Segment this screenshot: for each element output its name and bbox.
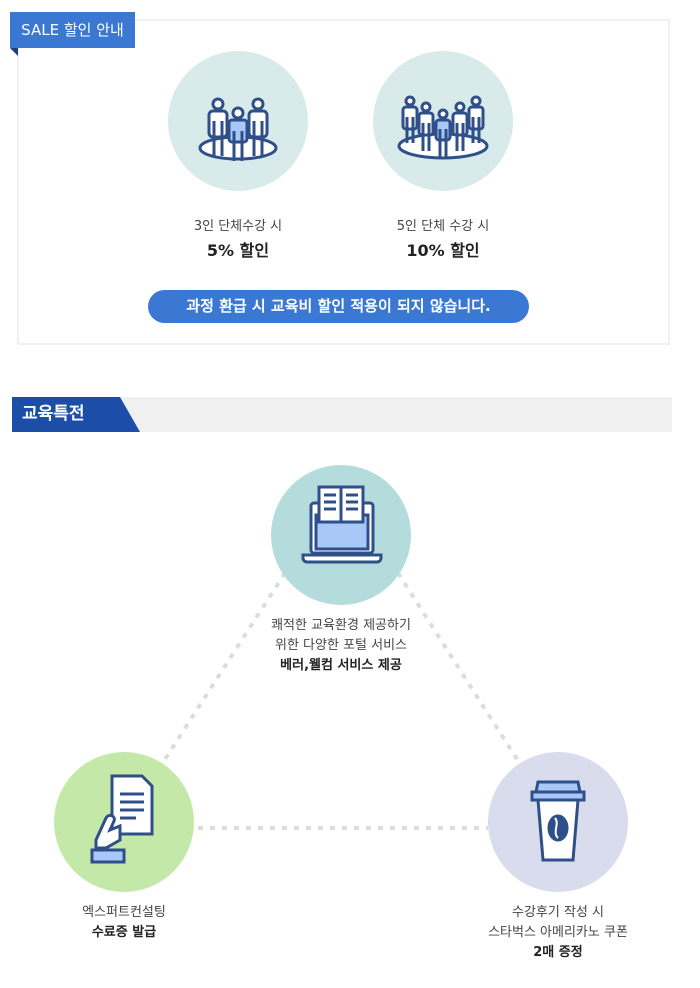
benefit-portal: 쾌적한 교육환경 제공하기 위한 다양한 포털 서비스 베러,웰컴 서비스 제공: [231, 616, 451, 676]
sale-caption: 5인 단체 수강 시: [396, 219, 490, 234]
sale-item-5: 5인 단체 수강 시 10% 할인: [363, 217, 523, 261]
benefit-line: 엑스퍼트컨설팅: [82, 905, 166, 920]
portal-circle: [271, 465, 411, 605]
benefit-highlight: 수료증 발급: [91, 925, 157, 940]
benefit-highlight: 2매 증정: [533, 945, 583, 960]
benefit-highlight: 베러,웰컴 서비스 제공: [280, 658, 402, 673]
group-3-circle: [168, 51, 308, 191]
benefit-coffee: 수강후기 작성 시 스타벅스 아메리카노 쿠폰 2매 증정: [448, 903, 668, 963]
benefit-line: 위한 다양한 포털 서비스: [275, 638, 407, 653]
refund-notice: 과정 환급 시 교육비 할인 적용이 되지 않습니다.: [148, 290, 529, 323]
benefit-certificate: 엑스퍼트컨설팅 수료증 발급: [24, 903, 224, 943]
tab-fold: [10, 48, 18, 56]
sale-caption: 3인 단체수강 시: [193, 219, 283, 234]
coffee-circle: [488, 752, 628, 892]
sale-item-3: 3인 단체수강 시 5% 할인: [158, 217, 318, 261]
sale-tab-label: SALE 할인 안내: [10, 12, 135, 48]
sale-info-box: [17, 19, 670, 345]
three-people-icon: [198, 97, 278, 161]
dotted-line-left: [158, 571, 287, 769]
five-people-icon: [397, 95, 489, 160]
group-5-circle: [373, 51, 513, 191]
sale-discount: 5% 할인: [206, 241, 270, 260]
document-hand-icon: [90, 774, 154, 864]
connector-lines: [158, 571, 524, 830]
sale-discount: 10% 할인: [406, 241, 480, 260]
dotted-line-right: [396, 571, 524, 769]
benefit-line: 수강후기 작성 시: [512, 905, 604, 920]
coffee-cup-icon: [530, 780, 586, 862]
laptop-book-icon: [301, 485, 383, 564]
benefits-title: 교육특전: [12, 397, 140, 432]
benefit-line: 스타벅스 아메리카노 쿠폰: [488, 925, 628, 940]
certificate-circle: [54, 752, 194, 892]
benefit-line: 쾌적한 교육환경 제공하기: [271, 618, 411, 633]
